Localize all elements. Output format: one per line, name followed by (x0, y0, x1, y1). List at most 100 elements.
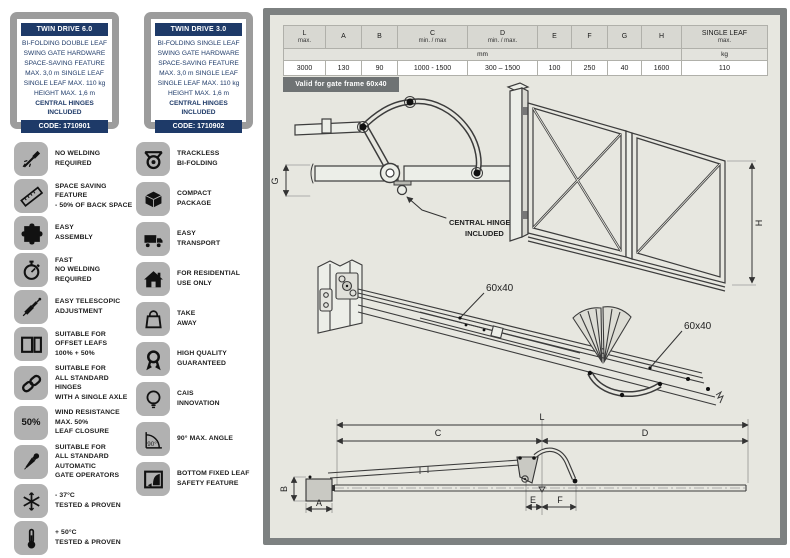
spec-unit-row: mm kg (283, 48, 768, 61)
trackless-icon (136, 142, 170, 176)
unit-mm: mm (283, 48, 682, 61)
col-header-a: A (325, 25, 362, 49)
value-c: 1000 - 1500 (397, 60, 468, 76)
dim-label-c: C (435, 428, 442, 438)
feature-column-1: NO WELDING REQUIRED SPACE SAVING FEATURE… (14, 142, 134, 558)
feature-text: EASY TRANSPORT (177, 230, 221, 247)
dim-label-a: A (316, 498, 322, 508)
feature-compact-package: COMPACT PACKAGE (136, 182, 268, 216)
welding-icon (14, 142, 48, 176)
bag-icon (136, 302, 170, 336)
gate-operator-icon (14, 444, 48, 479)
stopwatch-icon (14, 253, 48, 287)
snowflake-icon (14, 484, 48, 519)
col-label: H (658, 32, 665, 40)
feature-text: SUITABLE FOR ALL STANDARD HINGES WITH A … (55, 365, 128, 401)
col-label: A (341, 32, 346, 40)
feature-text: 90° MAX. ANGLE (177, 435, 233, 443)
truck-icon (136, 222, 170, 256)
feature-text: - 37°C TESTED & PROVEN (55, 492, 121, 510)
col-label: SINGLE LEAF (701, 29, 748, 37)
value-f: 250 (571, 60, 608, 76)
feature-text: FOR RESIDENTIAL USE ONLY (177, 270, 241, 287)
feature-no-welding: NO WELDING REQUIRED (14, 142, 134, 176)
feature-text: HIGH QUALITY GUARANTEED (177, 350, 227, 367)
col-label: B (377, 32, 382, 40)
house-icon (136, 262, 170, 296)
product-card-twin-drive-3: TWIN DRIVE 3.0 BI-FOLDING SINGLE LEAF SW… (144, 12, 253, 133)
feature-cold-tested: - 37°C TESTED & PROVEN (14, 484, 134, 519)
col-sublabel: max. (297, 37, 311, 44)
callout-included: INCLUDED (465, 229, 504, 238)
col-header-b: B (361, 25, 398, 49)
feature-max-angle: 90° 90° MAX. ANGLE (136, 422, 268, 456)
product-code: CODE: 1710901 (21, 119, 108, 133)
col-header-e: E (537, 25, 572, 49)
feature-easy-assembly: EASY ASSEMBLY (14, 216, 134, 250)
feature-text: FAST NO WELDING REQUIRED (55, 256, 101, 283)
product-card-twin-drive-6: TWIN DRIVE 6.0 BI-FOLDING DOUBLE LEAF SW… (10, 12, 119, 133)
feature-easy-transport: EASY TRANSPORT (136, 222, 268, 256)
feature-text: SPACE SAVING FEATURE - 50% OF BACK SPACE (55, 182, 133, 209)
feature-text: NO WELDING REQUIRED (55, 150, 101, 167)
product-code: CODE: 1710902 (155, 119, 242, 133)
col-header-f: F (571, 25, 608, 49)
feature-text: TAKE AWAY (177, 310, 197, 327)
feature-gate-operators: SUITABLE FOR ALL STANDARD AUTOMATIC GATE… (14, 443, 134, 482)
feature-text: WIND RESISTANCE MAX. 50% LEAF CLOSURE (55, 409, 120, 436)
col-label: G (621, 32, 628, 40)
feature-text: EASY TELESCOPIC ADJUSTMENT (55, 298, 121, 315)
col-label: L (302, 29, 307, 37)
col-sublabel: min. / max. (487, 37, 518, 44)
profile-label-1: 60x40 (486, 283, 514, 294)
callout-central-hinges: CENTRAL HINGES (449, 218, 516, 227)
dim-label-b: B (279, 486, 289, 492)
product-highlight: CENTRAL HINGES INCLUDED (169, 100, 228, 117)
col-label: E (552, 32, 557, 40)
chain-icon (14, 366, 48, 401)
wind-50-icon: 50% (14, 405, 48, 440)
feature-text: + 50°C TESTED & PROVEN (55, 529, 121, 547)
col-sublabel: max. (717, 37, 731, 44)
value-single-leaf: 110 (681, 60, 768, 76)
dim-label-f: F (557, 495, 563, 505)
folding-arm-mechanism-drawing: G CENTRAL HINGES INCLUDED (270, 96, 522, 238)
feature-take-away: TAKE AWAY (136, 302, 268, 336)
angle-90-label: 90° (147, 439, 157, 447)
feature-space-saving: SPACE SAVING FEATURE - 50% OF BACK SPACE (14, 179, 134, 213)
dim-label-d: D (642, 428, 649, 438)
feature-innovation: CAIS INNOVATION (136, 382, 268, 416)
telescopic-icon (14, 290, 48, 324)
value-b: 90 (361, 60, 398, 76)
feature-text: BOTTOM FIXED LEAF SAFETY FEATURE (177, 470, 250, 487)
offset-leafs-icon (14, 327, 48, 361)
col-sublabel: min. / max (418, 37, 447, 44)
product-card-inner: TWIN DRIVE 6.0 BI-FOLDING DOUBLE LEAF SW… (17, 19, 112, 133)
medal-icon (136, 342, 170, 376)
col-label: F (587, 32, 592, 40)
thermometer-icon (14, 521, 48, 556)
profile-label-2: 60x40 (684, 321, 712, 332)
dim-label-l: L (539, 412, 544, 422)
feature-text: TRACKLESS BI-FOLDING (177, 150, 220, 167)
feature-trackless: TRACKLESS BI-FOLDING (136, 142, 268, 176)
feature-text: COMPACT PACKAGE (177, 190, 212, 207)
col-label: C (429, 29, 436, 37)
feature-standard-hinges: SUITABLE FOR ALL STANDARD HINGES WITH A … (14, 364, 134, 403)
product-title: TWIN DRIVE 3.0 (155, 23, 242, 36)
feature-bottom-fixed-leaf: BOTTOM FIXED LEAF SAFETY FEATURE (136, 462, 268, 496)
feature-high-quality: HIGH QUALITY GUARANTEED (136, 342, 268, 376)
package-icon (136, 182, 170, 216)
product-cards: TWIN DRIVE 6.0 BI-FOLDING DOUBLE LEAF SW… (10, 12, 253, 133)
col-header-g: G (607, 25, 642, 49)
value-a: 130 (325, 60, 362, 76)
feature-text: EASY ASSEMBLY (55, 224, 93, 241)
dim-label-e: E (530, 495, 536, 505)
feature-fast: FAST NO WELDING REQUIRED (14, 253, 134, 287)
feature-telescopic: EASY TELESCOPIC ADJUSTMENT (14, 290, 134, 324)
